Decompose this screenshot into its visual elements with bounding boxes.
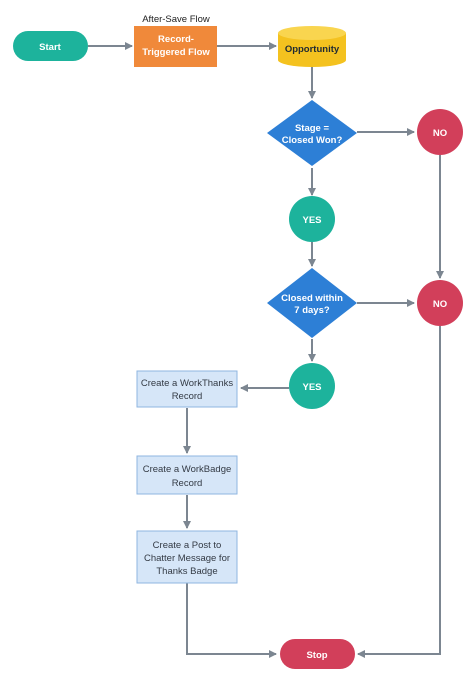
task-create-workbadge-record: Create a WorkBadge Record — [136, 455, 238, 495]
connector-task3-to-stop — [186, 583, 277, 658]
task2-shape — [136, 455, 238, 495]
yes2-shape — [289, 363, 335, 409]
process-shape — [134, 26, 217, 67]
start-label: Start — [39, 42, 61, 53]
decision2-label-line2: 7 days? — [294, 305, 330, 316]
database-top — [278, 26, 346, 40]
decision2-label-line1: Closed within — [281, 293, 343, 304]
start-shape — [13, 31, 88, 61]
task3-label-line3: Thanks Badge — [156, 566, 217, 577]
yes1-shape — [289, 196, 335, 242]
flow-caption: After-Save Flow — [142, 14, 210, 25]
task3-shape — [136, 530, 238, 584]
no2-shape — [417, 280, 463, 326]
decision1-shape — [267, 100, 357, 166]
task3-label-line1: Create a Post to — [153, 540, 222, 551]
no1-shape — [417, 109, 463, 155]
no-node-2: NO — [417, 280, 463, 326]
yes2-label: YES — [302, 382, 321, 393]
decision-stage-closed-won: Stage = Closed Won? — [267, 100, 357, 166]
task1-label-line1: Create a WorkThanks — [141, 378, 233, 389]
stop-shape — [280, 639, 355, 669]
record-triggered-flow-node: Record- Triggered Flow — [134, 26, 217, 67]
task-create-workthanks-record: Create a WorkThanks Record — [136, 370, 238, 408]
process-label-line2: Triggered Flow — [142, 47, 210, 58]
no1-label: NO — [433, 128, 447, 139]
opportunity-database-node: Opportunity — [278, 26, 346, 67]
yes-node-2: YES — [289, 363, 335, 409]
task-create-chatter-post: Create a Post to Chatter Message for Tha… — [136, 530, 238, 584]
connector-no2-to-stop — [357, 326, 441, 658]
stop-label: Stop — [306, 650, 327, 661]
database-body — [278, 33, 346, 67]
task2-label-line1: Create a WorkBadge — [143, 464, 232, 475]
task2-label-line2: Record — [172, 478, 203, 489]
no-node-1: NO — [417, 109, 463, 155]
task3-label-line2: Chatter Message for — [144, 553, 230, 564]
connectors — [88, 42, 444, 658]
yes-node-1: YES — [289, 196, 335, 242]
decision1-label-line2: Closed Won? — [282, 135, 343, 146]
decision-closed-within-7-days: Closed within 7 days? — [267, 268, 357, 338]
database-label: Opportunity — [285, 44, 340, 55]
process-label-line1: Record- — [158, 34, 194, 45]
decision2-shape — [267, 268, 357, 338]
start-node: Start — [13, 31, 88, 61]
task1-label-line2: Record — [172, 391, 203, 402]
no2-label: NO — [433, 299, 447, 310]
task1-shape — [136, 370, 238, 408]
decision1-label-line1: Stage = — [295, 123, 330, 134]
yes1-label: YES — [302, 215, 321, 226]
stop-node: Stop — [280, 639, 355, 669]
